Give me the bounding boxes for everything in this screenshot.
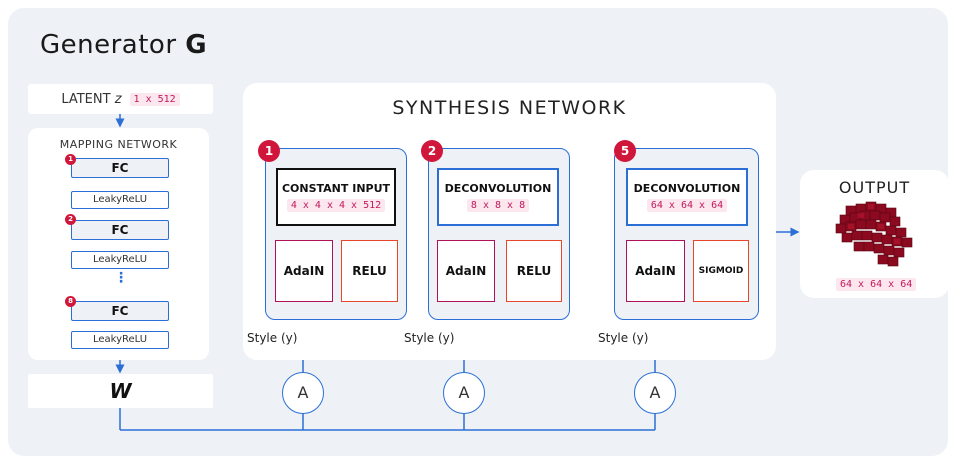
layer-badge-2: 2 bbox=[65, 214, 76, 225]
affine-a-5: A bbox=[634, 372, 676, 414]
deconv-dims-2: 8 x 8 x 8 bbox=[466, 199, 530, 212]
fc-layer-1: FC bbox=[71, 158, 169, 178]
fc-layer-2: FC bbox=[71, 220, 169, 240]
voxel-output-image bbox=[835, 201, 913, 267]
style-label-1: Style (y) bbox=[247, 331, 298, 345]
block-badge-2: 2 bbox=[421, 140, 443, 162]
block-badge-5: 5 bbox=[614, 140, 636, 162]
mapping-ellipsis: ⋮ bbox=[114, 270, 128, 286]
block-badge-1: 1 bbox=[258, 140, 280, 162]
layer-badge-1: 1 bbox=[65, 154, 76, 165]
deconv-dims-5: 64 x 64 x 64 bbox=[646, 199, 728, 212]
affine-a-1: A bbox=[282, 372, 324, 414]
deconv-label-5: DECONVOLUTION bbox=[633, 182, 741, 195]
deconv-box-2: DECONVOLUTION 8 x 8 x 8 bbox=[437, 168, 559, 226]
relu-2: RELU bbox=[506, 240, 562, 302]
sigmoid-5: SIGMOID bbox=[693, 240, 749, 302]
constant-input-box: CONSTANT INPUT 4 x 4 x 4 x 512 bbox=[276, 168, 396, 226]
affine-a-2: A bbox=[443, 372, 485, 414]
leakyrelu-8: LeakyReLU bbox=[71, 331, 169, 349]
layer-badge-8: 8 bbox=[65, 296, 76, 307]
leakyrelu-2: LeakyReLU bbox=[71, 251, 169, 269]
constant-input-label: CONSTANT INPUT bbox=[281, 182, 391, 195]
deconv-box-5: DECONVOLUTION 64 x 64 x 64 bbox=[626, 168, 748, 226]
style-label-2: Style (y) bbox=[404, 331, 455, 345]
w-vector-box: W bbox=[28, 374, 213, 408]
latent-input-box: LATENT z 1 x 512 bbox=[28, 84, 213, 114]
output-title: OUTPUT bbox=[838, 178, 911, 197]
leakyrelu-1: LeakyReLU bbox=[71, 191, 169, 209]
fc-layer-8: FC bbox=[71, 301, 169, 321]
style-label-5: Style (y) bbox=[598, 331, 649, 345]
adain-2: AdaIN bbox=[437, 240, 495, 302]
relu-1: RELU bbox=[341, 240, 398, 302]
synthesis-network-title: SYNTHESIS NETWORK bbox=[392, 97, 627, 119]
adain-5: AdaIN bbox=[626, 240, 685, 302]
mapping-network-title: MAPPING NETWORK bbox=[59, 138, 178, 151]
latent-dims: 1 x 512 bbox=[129, 92, 180, 106]
constant-input-dims: 4 x 4 x 4 x 512 bbox=[286, 199, 386, 212]
latent-label: LATENT z bbox=[61, 91, 122, 107]
page-title: Generator G bbox=[40, 30, 208, 60]
adain-1: AdaIN bbox=[275, 240, 333, 302]
output-dims: 64 x 64 x 64 bbox=[836, 278, 917, 291]
deconv-label-2: DECONVOLUTION bbox=[444, 182, 552, 195]
